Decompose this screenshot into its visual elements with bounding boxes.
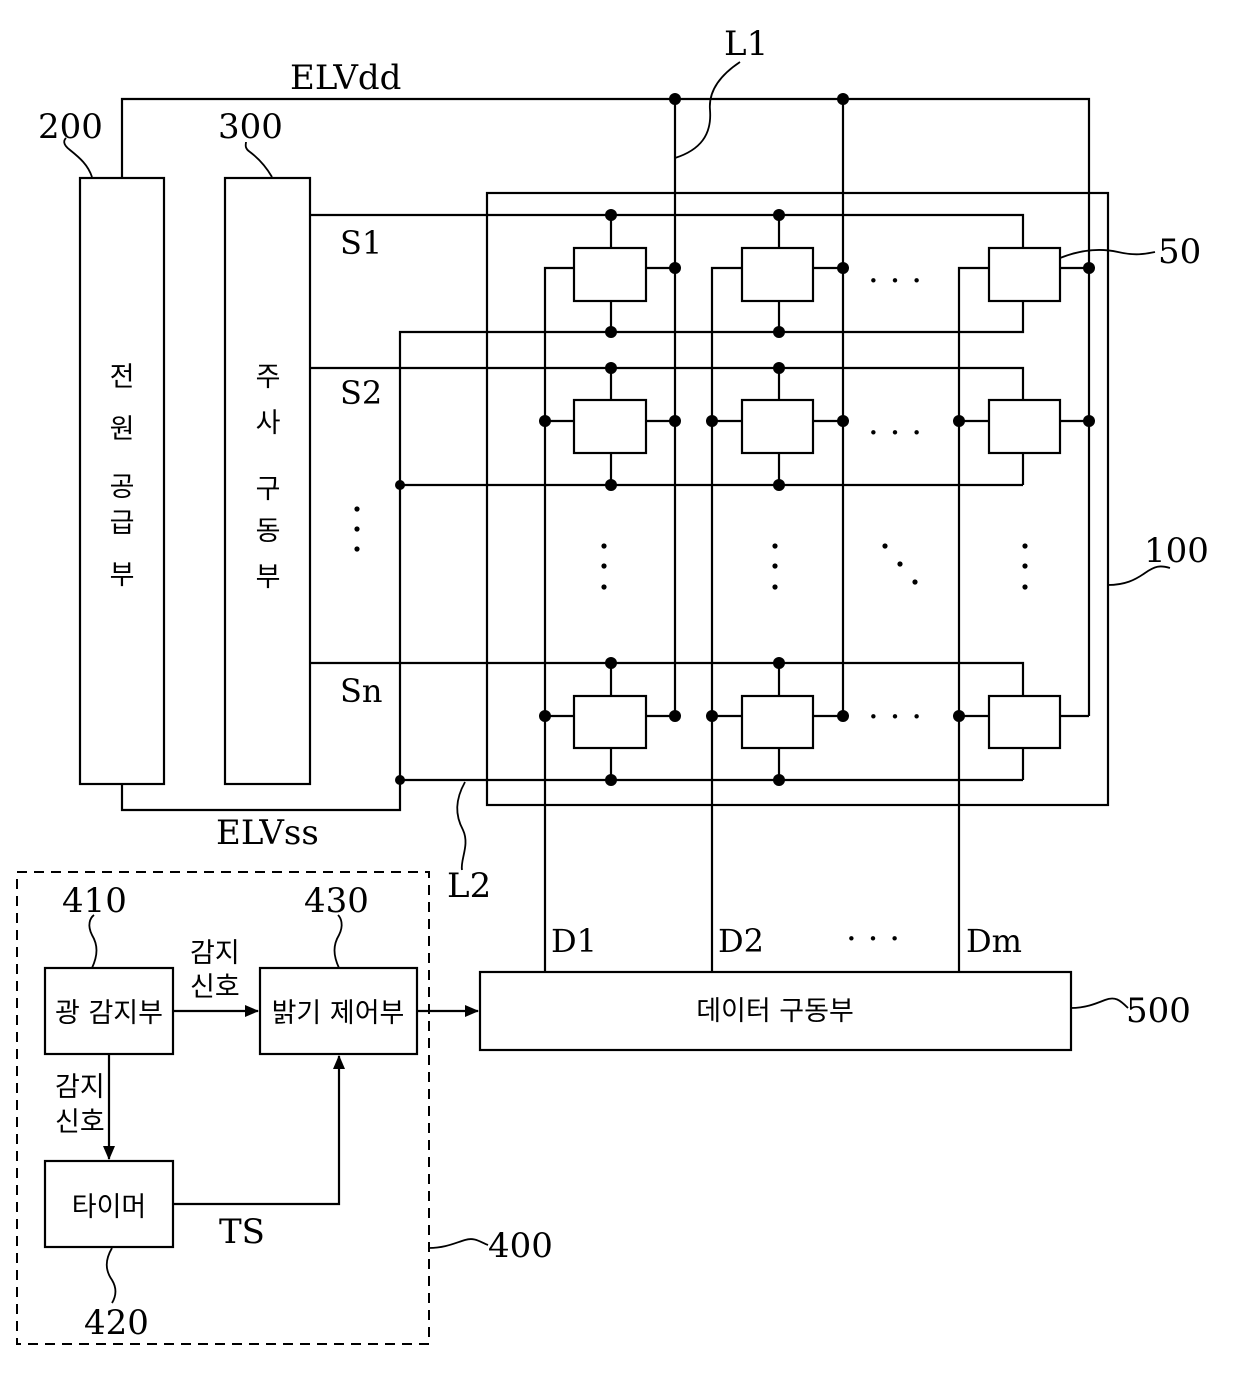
svg-text:부: 부 (256, 562, 281, 593)
svg-text:감지: 감지 (190, 938, 240, 969)
ref-100: 100 (1144, 531, 1209, 571)
ref-50: 50 (1158, 232, 1201, 272)
data-line-d1-label: D1 (551, 922, 597, 960)
timer-label: 타이머 (72, 1192, 147, 1223)
ts-signal-arrow (173, 1056, 339, 1204)
elvdd-label: ELVdd (290, 58, 401, 98)
scan-line-s2-label: S2 (340, 374, 382, 412)
sense-signal-label-top: 감지 신호 (190, 938, 240, 1003)
pixel (574, 248, 646, 301)
pixel (742, 400, 813, 453)
l2-label: L2 (447, 866, 491, 906)
svg-text:공: 공 (110, 472, 135, 503)
l1-label: L1 (724, 24, 768, 64)
ref-410: 410 (62, 881, 127, 921)
light-sensor-label: 광 감지부 (55, 998, 163, 1029)
svg-text:사: 사 (256, 408, 281, 439)
data-driver-label: 데이터 구동부 (696, 996, 854, 1027)
data-line-ellipsis: · · · (846, 919, 900, 959)
svg-text:· · ·: · · · (868, 261, 922, 301)
data-line-d2-label: D2 (718, 922, 764, 960)
brightness-controller-label: 밝기 제어부 (272, 998, 405, 1029)
ref-500: 500 (1126, 991, 1191, 1031)
pixel (989, 248, 1060, 301)
pixel (989, 400, 1060, 453)
data-line-dm-label: Dm (966, 922, 1022, 960)
ref-420: 420 (84, 1303, 149, 1343)
elvss-label: ELVss (216, 813, 319, 853)
pixel (574, 400, 646, 453)
pixel (574, 696, 646, 748)
pixel (989, 696, 1060, 748)
ref-300: 300 (218, 107, 283, 147)
ts-label: TS (219, 1212, 265, 1252)
svg-text:부: 부 (110, 560, 135, 591)
scan-line-sn-label: Sn (340, 672, 383, 710)
svg-text:신호: 신호 (190, 972, 240, 1003)
svg-text:원: 원 (110, 414, 135, 445)
pixel-grid (539, 209, 1095, 786)
ref-430: 430 (304, 881, 369, 921)
scan-line-s1-label: S1 (340, 224, 382, 262)
svg-text:동: 동 (256, 516, 281, 547)
ref-400: 400 (488, 1226, 553, 1266)
ref-200: 200 (38, 107, 103, 147)
pixel (742, 696, 813, 748)
svg-text:· · ·: · · · (868, 413, 922, 453)
svg-text:전: 전 (110, 362, 135, 393)
pixel (742, 248, 813, 301)
svg-text:신호: 신호 (55, 1107, 105, 1138)
svg-text:구: 구 (256, 474, 281, 505)
svg-text:감지: 감지 (55, 1072, 105, 1103)
svg-text:· · ·: · · · (868, 697, 922, 737)
sense-signal-label-left: 감지 신호 (55, 1072, 105, 1138)
svg-text:급: 급 (110, 508, 135, 539)
svg-text:주: 주 (256, 362, 281, 393)
